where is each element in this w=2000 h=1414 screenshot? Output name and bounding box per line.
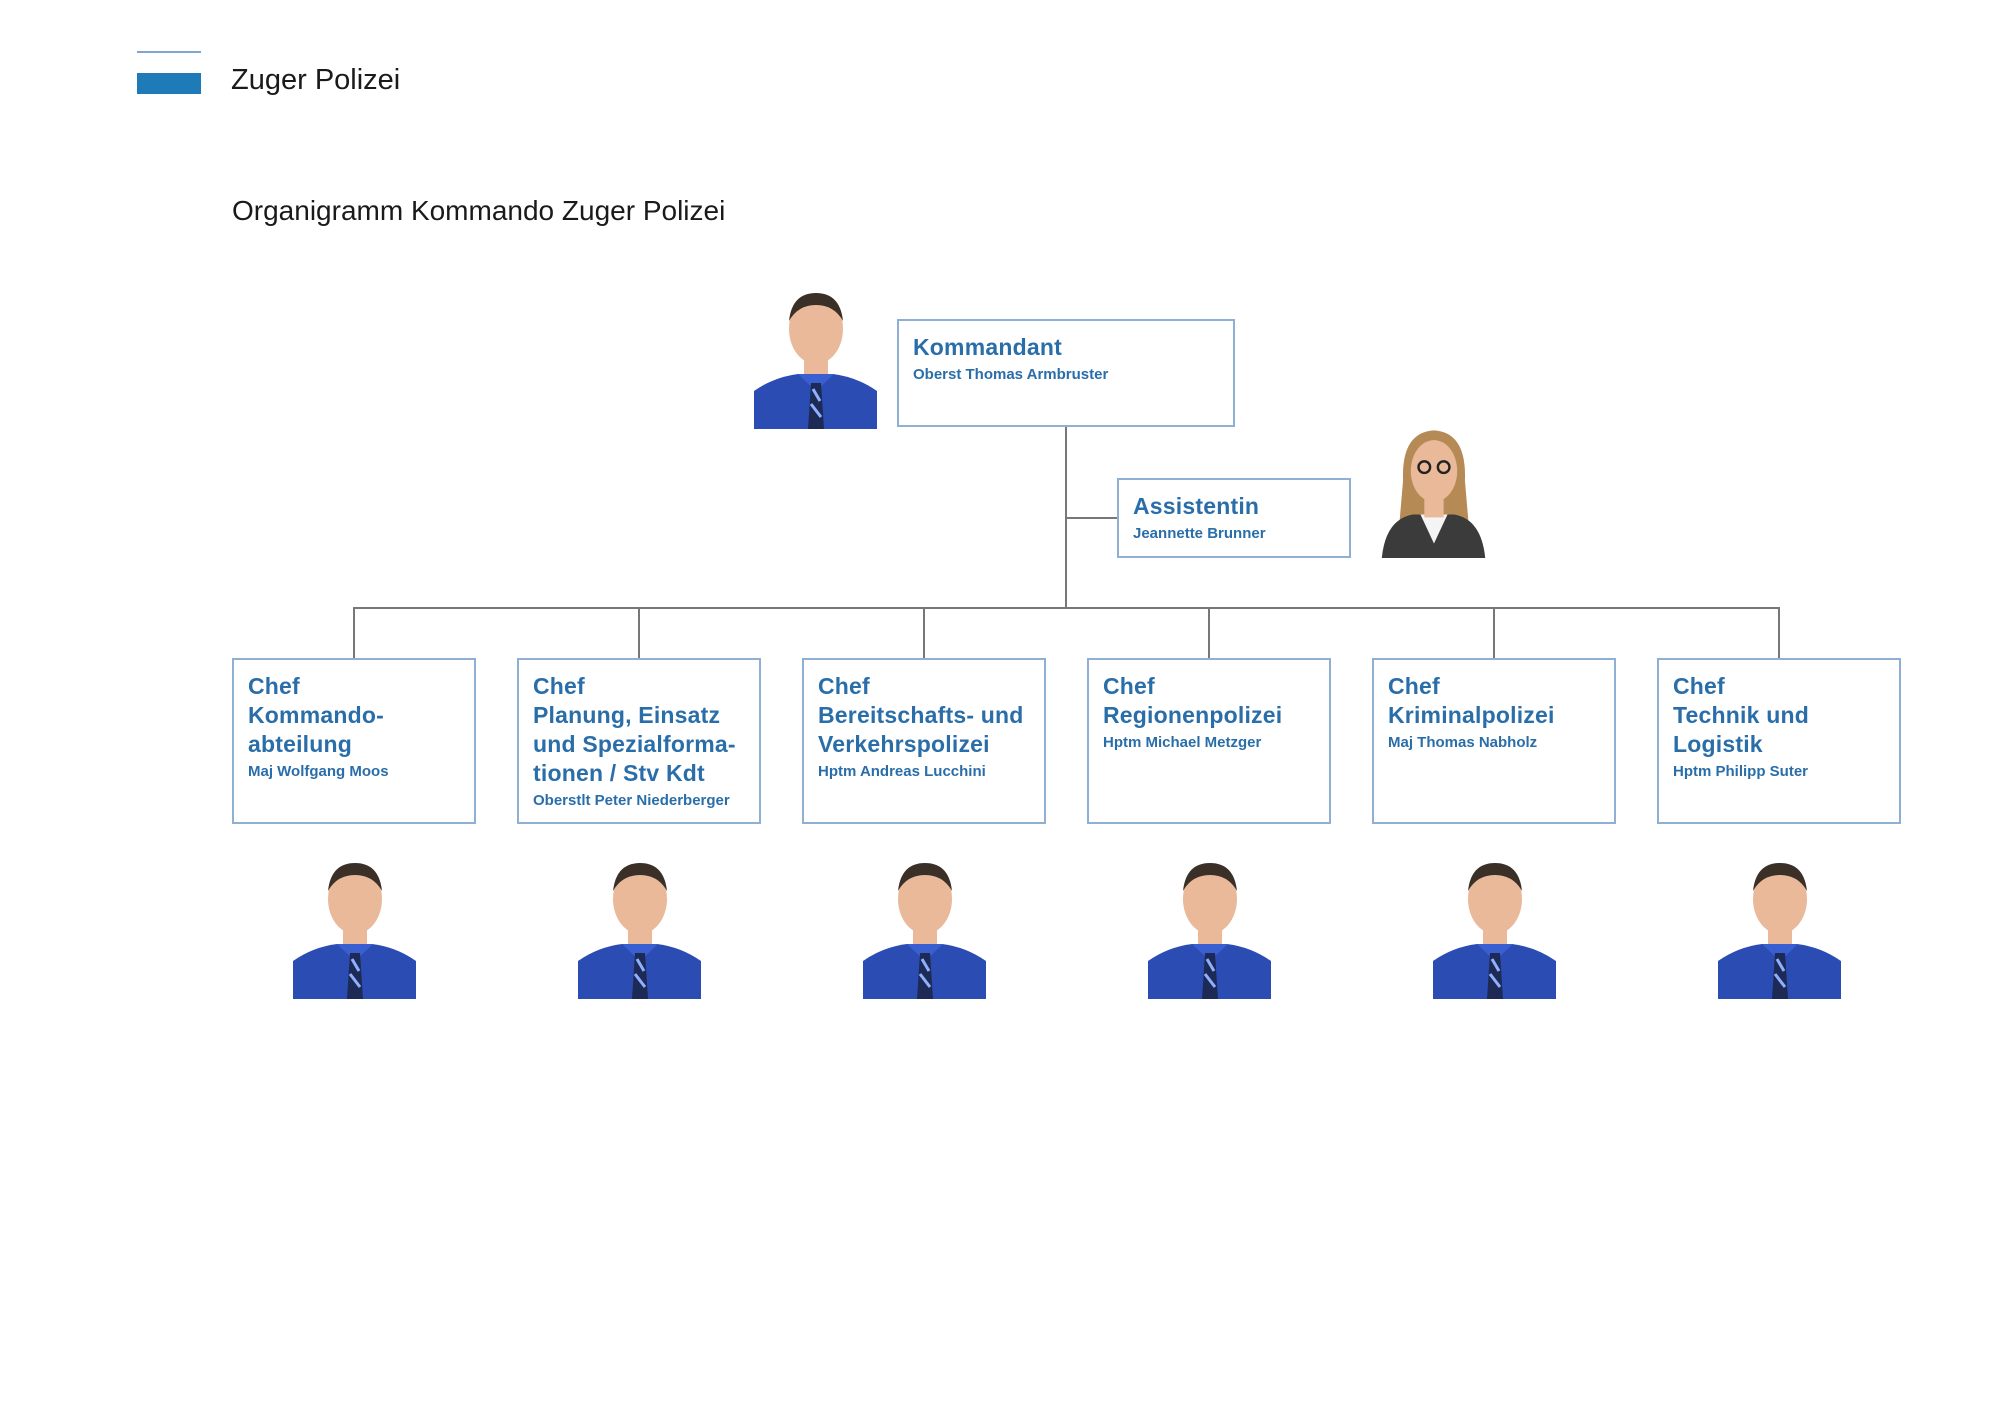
chief-photo <box>1433 863 1556 999</box>
role-title: Kommandant <box>913 334 1062 360</box>
connector-bus <box>353 607 1780 609</box>
commander-box: Kommandant Oberst Thomas Armbruster <box>897 319 1235 427</box>
person-name: Maj Wolfgang Moos <box>248 763 389 780</box>
role-title: Chef Kommando- abteilung <box>248 673 384 757</box>
org-name: Zuger Polizei <box>231 64 401 96</box>
chief-photo <box>863 863 986 999</box>
person-name: Hptm Michael Metzger <box>1103 734 1262 751</box>
role-title: Chef Regionenpolizei <box>1103 673 1283 728</box>
chief-box: Chef Planung, Einsatz und Spezialforma- … <box>517 658 761 824</box>
connector-chief <box>1778 608 1780 658</box>
role-title: Chef Bereitschafts- und Verkehrspolizei <box>818 673 1024 757</box>
commander-photo <box>754 293 877 429</box>
chief-photo <box>578 863 701 999</box>
assistant-box: Assistentin Jeannette Brunner <box>1117 478 1351 558</box>
role-title: Chef Planung, Einsatz und Spezialforma- … <box>533 673 736 786</box>
chief-photo <box>293 863 416 999</box>
connector-chief <box>923 608 925 658</box>
person-name: Hptm Philipp Suter <box>1673 763 1808 780</box>
connector-chief <box>1208 608 1210 658</box>
role-title: Assistentin <box>1133 493 1260 519</box>
page-title: Organigramm Kommando Zuger Polizei <box>232 195 726 226</box>
role-title: Chef Kriminalpolizei <box>1388 673 1555 728</box>
person-name: Hptm Andreas Lucchini <box>818 763 986 780</box>
person-name: Jeannette Brunner <box>1133 525 1266 542</box>
connector-assistant <box>1066 517 1117 519</box>
person-name: Oberstlt Peter Niederberger <box>533 792 730 809</box>
role-title: Chef Technik und Logistik <box>1673 673 1809 757</box>
chief-photo <box>1148 863 1271 999</box>
connector-chief <box>353 608 355 658</box>
logo-bar <box>137 73 201 94</box>
connector-chief <box>1493 608 1495 658</box>
chief-photo <box>1718 863 1841 999</box>
logo-line <box>137 51 201 53</box>
assistant-photo <box>1381 430 1486 558</box>
person-name: Maj Thomas Nabholz <box>1388 734 1538 751</box>
connector-chief <box>638 608 640 658</box>
person-name: Oberst Thomas Armbruster <box>913 366 1109 383</box>
